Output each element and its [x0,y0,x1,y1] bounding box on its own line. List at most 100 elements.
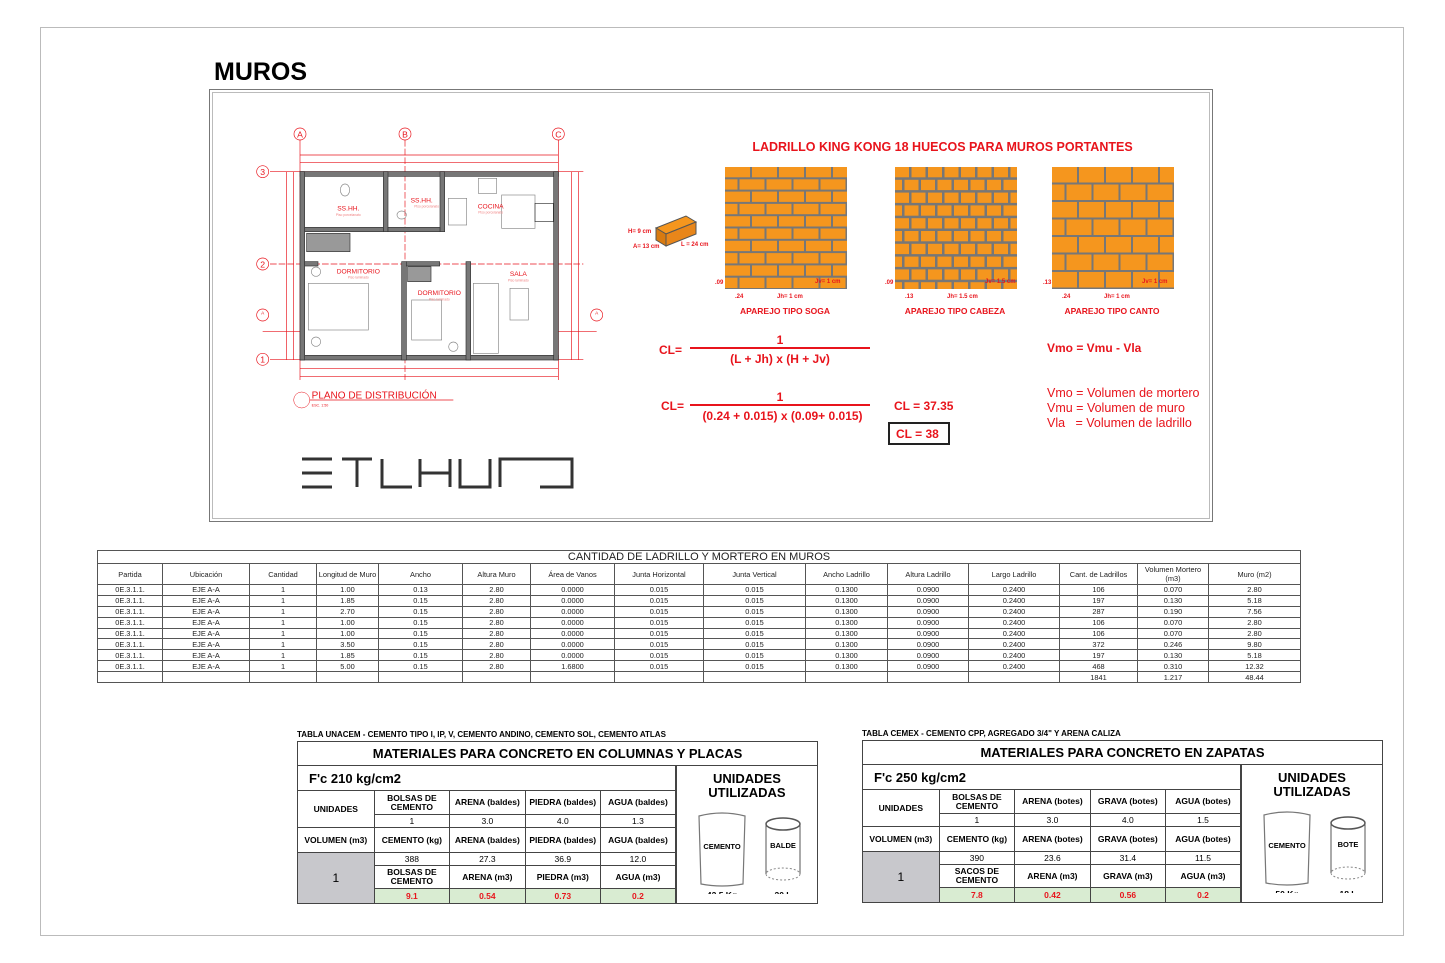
total-cell [887,671,969,684]
brick [725,216,750,227]
table-cell: 0.070 [1137,616,1209,629]
table-cell: 2.80 [462,649,531,662]
table-cell: 0E.3.1.1. [97,660,163,673]
brick [725,277,738,288]
cell: AGUA (m3) [599,865,677,889]
cell: ARENA (baldes) [449,790,526,815]
room-label: SALA [510,271,528,278]
table-cell: 0.0900 [887,649,969,662]
axis-label: 1 [260,355,265,365]
brick [970,282,985,289]
table-cell: 0.0900 [887,605,969,618]
unidades-label: UNIDADES [862,789,940,827]
table-cell: 1 [249,594,317,607]
cell: 1.5 [1165,813,1242,827]
brick [994,192,1008,203]
table-cell: 0.0000 [530,594,615,607]
brick [954,205,968,216]
table-cell: 0.15 [378,605,463,618]
brick [921,256,935,267]
concrete-table: MATERIALES PARA CONCRETO EN ZAPATAS F'c … [861,740,1383,903]
brick [1160,272,1174,288]
floor-note: Piso porcelanato [414,204,439,208]
total-cell [703,671,806,684]
brick [970,231,985,242]
brick [1010,192,1017,203]
brick [1052,237,1077,253]
brick [793,179,819,190]
column-header: Longitud de Muro [316,563,379,585]
brick [1147,184,1173,200]
brick [1079,237,1104,253]
units-icons: CEMENTO BOTE 50 Kg 18 L [1263,811,1366,893]
cell: PIEDRA (m3) [524,865,601,889]
column-header: Volumen Mortero (m3) [1137,563,1209,585]
table-cell: 0.0000 [530,584,615,596]
cell: AGUA (baldes) [599,790,677,815]
brick [1052,167,1077,183]
table-cell: 0.0900 [887,627,969,640]
table-cell: EJE A-A [162,616,250,629]
brick [1120,184,1146,200]
column-header: Partida [97,563,163,585]
brick [937,179,952,191]
table-cell: 372 [1059,638,1138,651]
table-cell: 0.2400 [968,594,1060,607]
table-cell: 0.2400 [968,584,1060,596]
formula-cl-lhs: CL= [659,343,683,357]
total-cell: 1841 [1059,671,1138,684]
bucket-label: BALDE [770,841,796,850]
cell: 4.0 [524,814,601,828]
column-header: Ancho Ladrillo [805,563,888,585]
brick [895,256,902,267]
table-cell: 0.130 [1137,594,1209,607]
brick [806,265,831,276]
table-cell: EJE A-A [162,638,250,651]
brick [1066,254,1092,270]
formula-cl2-lhs: CL= [661,399,685,413]
floor-note: Piso porcelanato [336,213,361,217]
plan-scale: ESC. 1:50 [312,404,329,408]
total-cell [162,671,250,684]
table-cell: 0.015 [703,584,806,596]
table-cell: 106 [1059,584,1138,596]
brick [806,167,831,178]
room-label: DORMITORIO [337,268,380,275]
brick [904,231,919,242]
table-cell: 7.56 [1208,605,1301,618]
brick [739,253,765,264]
dim-horizontal: .24 [1062,294,1071,300]
brick [895,269,909,280]
table-cell: EJE A-A [162,584,250,596]
units-title: UNIDADES UTILIZADAS [708,771,786,800]
table-cell: 0.015 [614,605,704,618]
table-cell: 0E.3.1.1. [97,638,163,651]
table-cell: 0E.3.1.1. [97,594,163,607]
cell: 0.73 [524,888,601,904]
brick [1052,184,1065,200]
cell: 9.1 [373,888,451,904]
table-cell: 1 [249,660,317,673]
bucket-size: 18 L [1339,889,1356,893]
table-cell: 106 [1059,627,1138,640]
axis-label: C [555,129,561,139]
fc-label: F'c 210 kg/cm2 [296,765,677,791]
brick [766,277,792,288]
cl-rounded-result: CL = 38 [888,422,950,445]
table-cell: 0.0000 [530,627,615,640]
axis-label: B [402,129,408,139]
brick [752,191,777,202]
table-cell: 0.310 [1137,660,1209,673]
brick [1133,167,1158,183]
room-label: DORMITORIO [418,290,461,297]
cell: ARENA (botes) [1014,826,1091,852]
cell: BOLSAS DE CEMENTO [373,865,451,889]
brick [752,240,777,252]
brick [1079,272,1104,288]
page-title: MUROS [214,58,308,86]
cell: AGUA (m3) [1165,864,1242,888]
brick [725,240,750,252]
column-header: Largo Ladrillo [968,563,1060,585]
